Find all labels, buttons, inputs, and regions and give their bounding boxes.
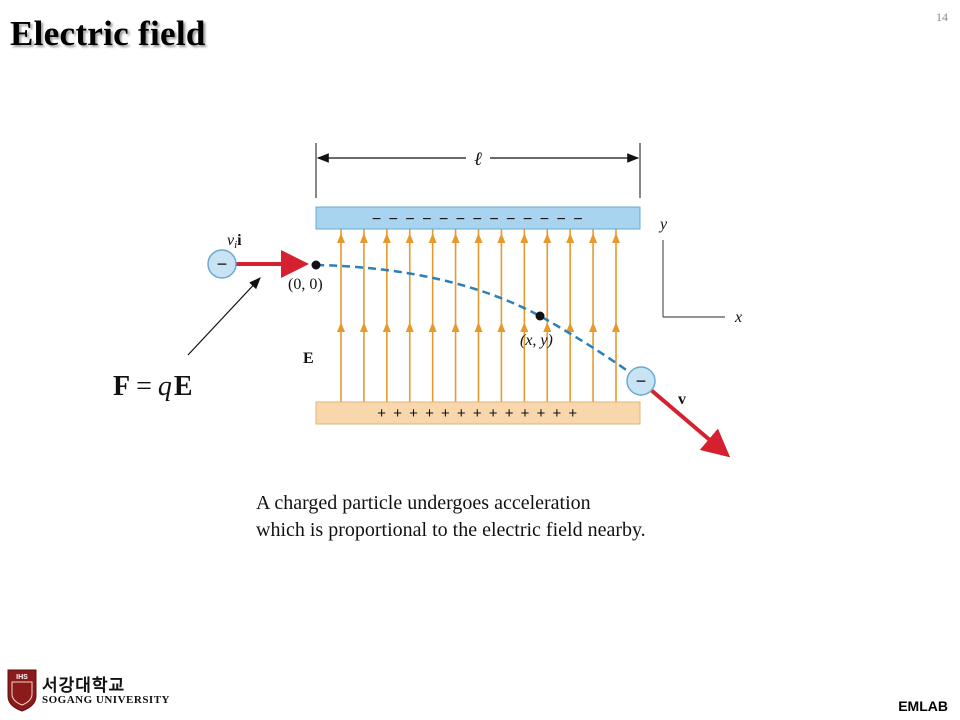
coordinate-axes: y x [658, 216, 742, 326]
incoming-particle-sign: − [217, 254, 228, 274]
logo-korean-name: 서강대학교 [42, 676, 126, 696]
x-axis-label: x [734, 309, 742, 326]
top-plate-charges: − − − − − − − − − − − − − [372, 211, 584, 228]
field-line-arrowhead [497, 233, 506, 243]
field-line-arrowhead [428, 322, 437, 332]
field-line-arrowhead [359, 233, 368, 243]
field-line-arrowhead [566, 322, 575, 332]
field-line-arrowhead [497, 322, 506, 332]
caption-line-2: which is proportional to the electric fi… [256, 519, 646, 541]
field-line-arrowhead [566, 233, 575, 243]
outgoing-particle-sign: − [636, 371, 647, 391]
top-plate: − − − − − − − − − − − − − [315, 206, 641, 230]
logo-english-name: SOGANG UNIVERSITY [42, 694, 170, 706]
field-line-arrowhead [451, 233, 460, 243]
field-line-arrowhead [474, 322, 483, 332]
origin-label: (0, 0) [288, 276, 323, 293]
page-number: 14 [936, 10, 948, 24]
bottom-plate-charges: + + + + + + + + + + + + + [377, 405, 578, 422]
trajectory-path [315, 263, 641, 382]
bottom-plate-body [315, 401, 641, 425]
field-line-arrowhead [337, 322, 345, 332]
length-label: ℓ [474, 149, 482, 170]
trajectory-point [535, 311, 545, 321]
field-line-arrowhead [520, 233, 529, 243]
caption: A charged particle undergoes acceleratio… [256, 490, 646, 544]
field-line-arrowhead [612, 233, 620, 243]
bottom-plate: + + + + + + + + + + + + + [315, 401, 641, 425]
incoming-particle: − vii [207, 232, 309, 279]
field-label: E [303, 350, 314, 367]
initial-velocity-label: vii [227, 232, 242, 251]
field-line-arrowhead [589, 322, 598, 332]
top-plate-body [315, 206, 641, 230]
field-line-arrowhead [337, 233, 345, 243]
point-label: (x, y) [520, 332, 553, 349]
field-line-arrowhead [543, 233, 552, 243]
length-dimension: ℓ [315, 143, 641, 198]
caption-line-1: A charged particle undergoes acceleratio… [256, 492, 591, 514]
field-line-arrowhead [474, 233, 483, 243]
seal-icon: IHS [7, 669, 37, 712]
incoming-particle-body [207, 249, 237, 279]
force-pointer-arrow [187, 277, 261, 356]
force-formula: F=qE [113, 371, 193, 402]
field-line-arrowhead [382, 233, 391, 243]
field-line-arrowhead [589, 233, 598, 243]
field-line-arrowhead [543, 322, 552, 332]
field-line-arrowhead [359, 322, 368, 332]
field-line-arrowhead [382, 322, 391, 332]
y-axis-label: y [658, 216, 668, 233]
seal-text: IHS [16, 674, 28, 681]
outgoing-particle-body [626, 366, 656, 396]
final-velocity-arrow [649, 388, 731, 458]
field-line-arrowhead [520, 322, 529, 332]
field-line-arrowhead [428, 233, 437, 243]
university-logo: IHS 서강대학교 SOGANG UNIVERSITY [6, 668, 176, 714]
velocity-label: v [678, 391, 686, 408]
slide-title: Electric field [10, 14, 206, 53]
footer-lab-label: EMLAB [898, 698, 948, 714]
field-lines [337, 229, 620, 402]
field-line-arrowhead [451, 322, 460, 332]
origin-point [311, 260, 321, 270]
field-line-arrowhead [405, 322, 414, 332]
field-line-arrowhead [405, 233, 414, 243]
field-line-arrowhead [612, 322, 620, 332]
outgoing-particle: − v [626, 366, 731, 458]
